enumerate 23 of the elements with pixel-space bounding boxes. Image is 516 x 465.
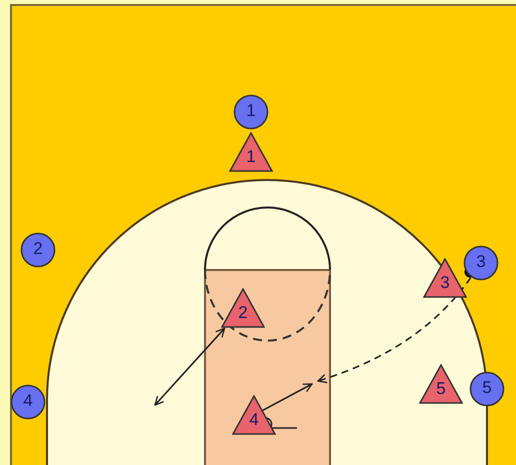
player-number: 4: [22, 391, 34, 411]
defender-triangle: [229, 132, 273, 172]
player-number: 5: [435, 379, 447, 399]
defender-triangle: [232, 395, 276, 435]
player-number: 4: [248, 410, 260, 430]
player-number: 1: [245, 147, 257, 167]
movement-arrow: [154, 328, 226, 406]
player-number: 3: [439, 273, 451, 293]
player-circle: [20, 232, 56, 268]
player-circle: [10, 384, 46, 420]
player-number: 3: [475, 252, 487, 272]
pass-arrow: [317, 277, 472, 384]
player-number: 1: [245, 101, 257, 121]
defender-triangle: [423, 258, 467, 298]
player-number: 2: [32, 239, 44, 259]
player-number: 2: [237, 303, 249, 323]
defender-triangle: [221, 288, 265, 328]
player-circle: [233, 94, 269, 130]
movement-arrow: [262, 383, 313, 411]
player-circle: [469, 371, 505, 407]
player-number: 5: [481, 378, 493, 398]
defender-triangle: [419, 364, 463, 404]
player-circle: [463, 245, 499, 281]
